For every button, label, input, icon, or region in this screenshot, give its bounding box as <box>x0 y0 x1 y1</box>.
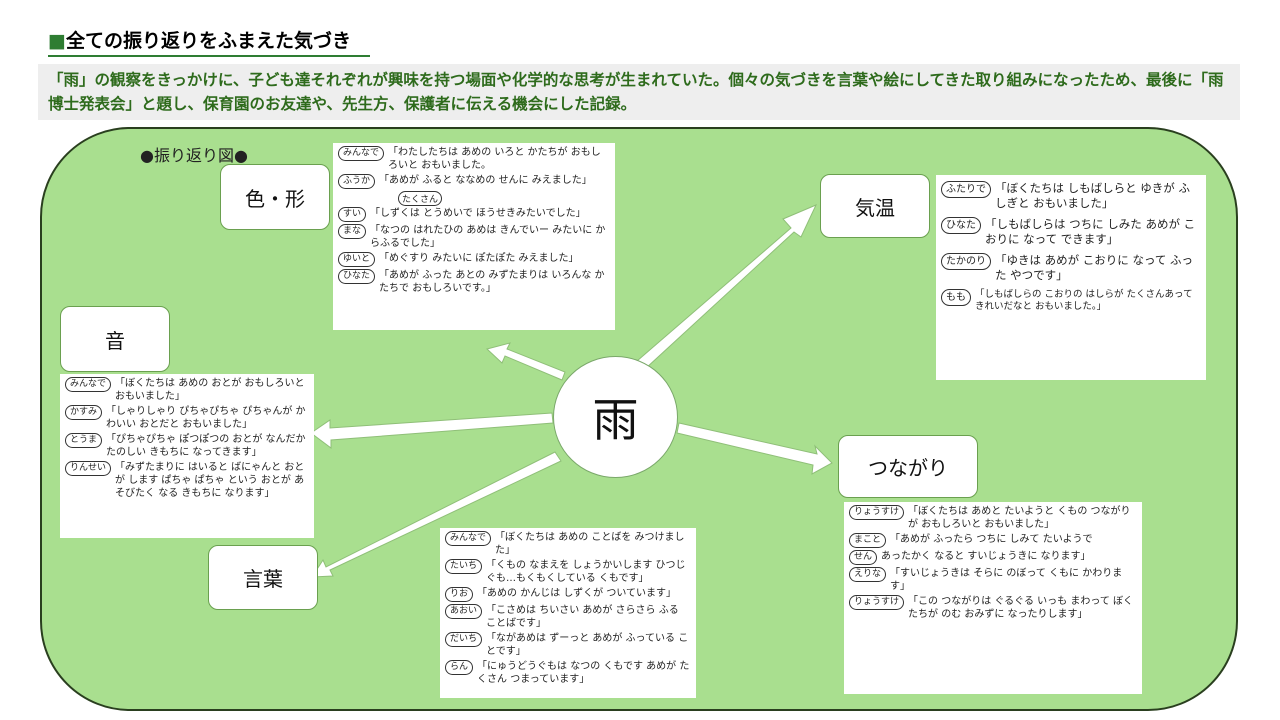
label-oto: 音 <box>60 306 170 372</box>
name-tag: たかのり <box>941 253 991 270</box>
title-underline <box>48 55 370 57</box>
name-tag: ひなた <box>941 217 981 234</box>
name-tag: とうま <box>65 433 103 448</box>
name-tag: ふうか <box>338 174 376 189</box>
panel-kion: ふたりで「ぼくたちは しもばしらと ゆきが ふしぎと おもいました」 ひなた「し… <box>936 175 1206 380</box>
list-item: だいち「ながあめは ずーっと あめが ふっている ことです」 <box>445 632 691 658</box>
name-tag: らん <box>445 660 474 675</box>
list-item: みんなで「わたしたちは あめの いろと かたちが おもしろいと おもいました。 <box>338 146 610 172</box>
panel-kotoba: みんなで「ぼくたちは あめの ことばを みつけました」 たいち「くもの なまえを… <box>440 528 696 698</box>
name-tag: もも <box>941 289 971 306</box>
label-tsunagari: つながり <box>838 435 978 498</box>
title-marker: ■ <box>48 30 66 52</box>
name-tag: あおい <box>445 604 483 619</box>
list-item: らん「にゅうどうぐもは なつの くもです あめが たくさん つまっています」 <box>445 660 691 686</box>
name-tag: りんせい <box>65 461 112 476</box>
list-item: ふうか「あめが ふると ななめの せんに みえました」 <box>338 174 610 189</box>
name-tag: みんなで <box>65 377 112 392</box>
arrow-to-kotoba <box>311 451 562 578</box>
list-item: ひなた「しもばしらは つちに しみた あめが こおりに なって できます」 <box>941 217 1201 247</box>
name-tag: だいち <box>445 632 483 647</box>
list-item: りお「あめの かんじは しずくが ついています」 <box>445 587 691 602</box>
name-tag: たいち <box>445 559 483 574</box>
list-item: りょうすけ「ぼくたちは あめと たいようと くもの つながりが おもしろいと お… <box>849 505 1137 531</box>
name-tag: ふたりで <box>941 181 991 198</box>
name-tag: せん <box>849 550 878 565</box>
list-item: えりな「すいじょうきは そらに のぼって くもに かわります」 <box>849 567 1137 593</box>
list-item: みんなで「ぼくたちは あめの おとが おもしろいと おもいました」 <box>65 377 309 403</box>
name-tag: みんなで <box>445 531 492 546</box>
list-item: かすみ「しゃりしゃり ぴちゃぴちゃ ぴちゃんが かわいい おとだと おもいました… <box>65 405 309 431</box>
name-tag: ひなた <box>338 269 376 284</box>
page-title: ■全ての振り返りをふまえた気づき <box>48 30 351 52</box>
list-item: とうま「ぴちゃぴちゃ ぽつぽつの おとが なんだか たのしい きもちに なってき… <box>65 433 309 459</box>
list-item: たかのり「ゆきは あめが こおりに なって ふった やつです」 <box>941 253 1201 283</box>
list-item: まな「なつの はれたひの あめは きんでいー みたいに からふるでした」 <box>338 224 610 250</box>
name-tag: りょうすけ <box>849 595 905 610</box>
list-item: あおい「こさめは ちいさい あめが さらさら ふる ことばです」 <box>445 604 691 630</box>
name-tag: りょうすけ <box>849 505 905 520</box>
list-item: りょうすけ「この つながりは ぐるぐる いっも まわって ぼくたちが のむ おみ… <box>849 595 1137 621</box>
center-rain-circle: 雨 <box>553 356 678 478</box>
list-item: みんなで「ぼくたちは あめの ことばを みつけました」 <box>445 531 691 557</box>
label-kotoba: 言葉 <box>208 545 318 610</box>
panel-tsunagari: りょうすけ「ぼくたちは あめと たいようと くもの つながりが おもしろいと お… <box>844 502 1142 694</box>
diagram-label: ●振り返り図● <box>140 146 248 165</box>
label-iro: 色・形 <box>220 164 330 230</box>
arrow-to-oto <box>310 412 554 449</box>
sub-tag: たくさん <box>398 191 443 206</box>
arrow-to-iro <box>485 342 566 381</box>
list-item: りんせい「みずたまりに はいると ばにゃんと おとが します ぱちゃ ぱちゃ と… <box>65 461 309 500</box>
name-tag: すい <box>338 207 367 222</box>
name-tag: りお <box>445 587 474 602</box>
name-tag: えりな <box>849 567 887 582</box>
list-item: すい「しずくは とうめいで ほうせきみたいでした」 <box>338 207 610 222</box>
list-item: ひなた「あめが ふった あとの みずたまりは いろんな かたちで おもしろいです… <box>338 269 610 295</box>
name-tag: まな <box>338 224 367 239</box>
name-tag: かすみ <box>65 405 103 420</box>
arrow-to-tsunagari <box>676 422 833 475</box>
list-item: ゆいと「めぐすり みたいに ぽたぽた みえました」 <box>338 252 610 267</box>
summary-box: 「雨」の観察をきっかけに、子ども達それぞれが興味を持つ場面や化学的な思考が生まれ… <box>38 64 1240 120</box>
list-item: たいち「くもの なまえを しょうかいします ひつじぐも…もくもくしている くもで… <box>445 559 691 585</box>
list-item: せんあったかく なると すいじょうきに なります」 <box>849 550 1137 565</box>
list-item: もも「しもばしらの こおりの はしらが たくさんあって きれいだなと おもいまし… <box>941 289 1201 313</box>
name-tag: まこと <box>849 533 887 548</box>
list-item: ふたりで「ぼくたちは しもばしらと ゆきが ふしぎと おもいました」 <box>941 181 1201 211</box>
panel-oto: みんなで「ぼくたちは あめの おとが おもしろいと おもいました」 かすみ「しゃ… <box>60 374 314 538</box>
name-tag: ゆいと <box>338 252 376 267</box>
list-item: たくさん <box>338 191 610 206</box>
arrow-to-kion <box>636 204 818 370</box>
panel-iro: みんなで「わたしたちは あめの いろと かたちが おもしろいと おもいました。 … <box>333 143 615 330</box>
name-tag: みんなで <box>338 146 385 161</box>
label-kion: 気温 <box>820 174 930 238</box>
list-item: まこと「あめが ふったら つちに しみて たいようで <box>849 533 1137 548</box>
